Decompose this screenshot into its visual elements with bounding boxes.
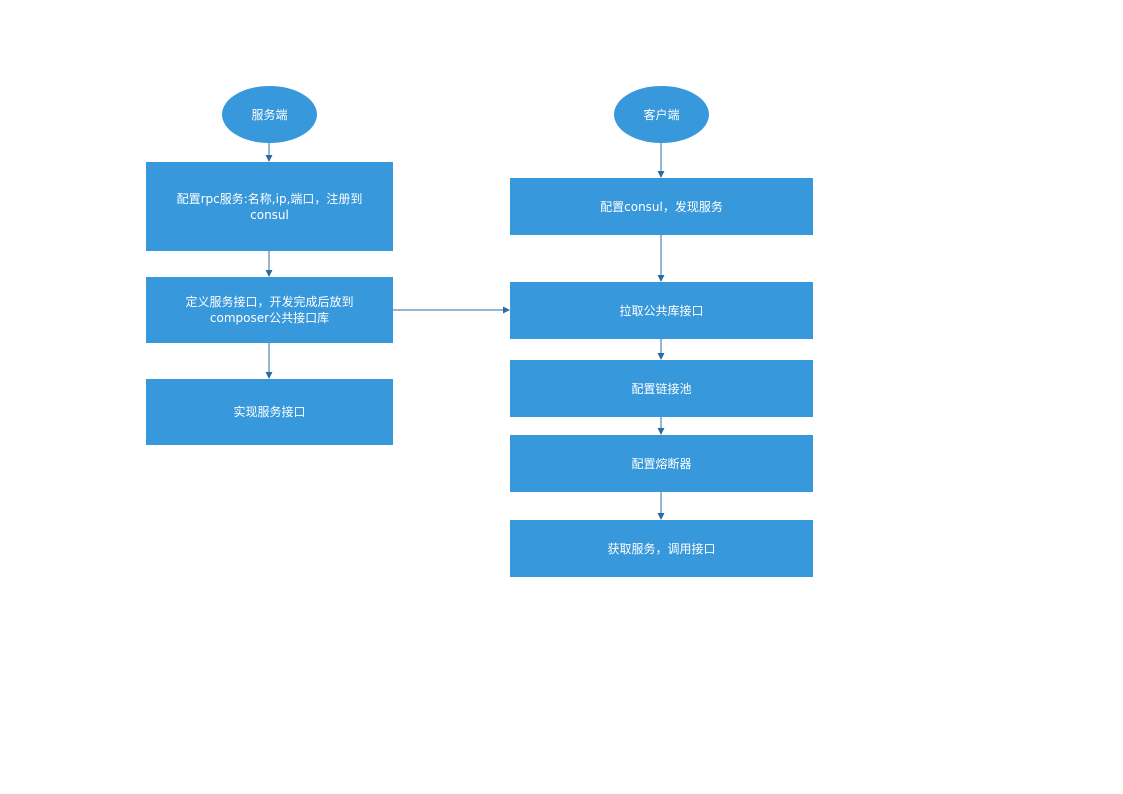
- server-step-define-interface-text: 定义服务接口，开发完成后放到 composer公共接口库: [185, 294, 353, 326]
- client-start-label: 客户端: [643, 107, 680, 122]
- edge-client-consul-to-pull-arrowhead: [657, 275, 665, 282]
- server-step-config-rpc-text: 配置rpc服务:名称,ip,端口，注册到 consul: [177, 191, 363, 223]
- client-step-connection-pool-label: 配置链接池: [631, 381, 692, 396]
- edge-server-define-to-implement: [265, 343, 273, 379]
- server-step-config-rpc-line2: consul: [250, 207, 289, 222]
- edge-client-pull-to-pool-arrowhead: [657, 353, 665, 360]
- server-step-config-rpc[interactable]: 配置rpc服务:名称,ip,端口，注册到 consul: [146, 162, 393, 251]
- edge-server-define-to-client-pull: [393, 306, 510, 314]
- server-step-implement-interface[interactable]: 实现服务接口: [146, 379, 393, 445]
- edge-client-consul-to-pull: [657, 235, 665, 282]
- edge-client-start-to-consul: [657, 143, 665, 178]
- client-step-call-service-label: 获取服务，调用接口: [607, 541, 716, 556]
- server-step-implement-interface-label: 实现服务接口: [233, 405, 306, 419]
- client-start-node[interactable]: 客户端: [614, 86, 709, 143]
- client-step-circuit-breaker-label: 配置熔断器: [631, 456, 692, 471]
- edge-client-breaker-to-call-arrowhead: [657, 513, 665, 520]
- server-step-config-rpc-line1: 配置rpc服务:名称,ip,端口，注册到: [176, 191, 363, 206]
- client-step-pull-library-label: 拉取公共库接口: [619, 303, 704, 318]
- edge-server-start-to-config: [265, 143, 273, 162]
- edge-client-breaker-to-call: [657, 492, 665, 520]
- client-step-config-consul-label: 配置consul，发现服务: [600, 199, 723, 214]
- edge-server-define-to-implement-arrowhead: [265, 372, 273, 379]
- edge-client-start-to-consul-arrowhead: [657, 171, 665, 178]
- server-step-define-interface-line2: composer公共接口库: [209, 311, 330, 325]
- edge-server-define-to-client-pull-arrowhead: [503, 306, 510, 314]
- edge-server-config-to-define: [265, 251, 273, 277]
- client-step-config-consul[interactable]: 配置consul，发现服务: [510, 178, 813, 235]
- client-step-call-service[interactable]: 获取服务，调用接口: [510, 520, 813, 577]
- edge-client-pool-to-breaker: [657, 417, 665, 435]
- edge-client-pull-to-pool: [657, 339, 665, 360]
- server-start-node[interactable]: 服务端: [222, 86, 317, 143]
- edge-client-pool-to-breaker-arrowhead: [657, 428, 665, 435]
- client-step-pull-library[interactable]: 拉取公共库接口: [510, 282, 813, 339]
- client-step-circuit-breaker[interactable]: 配置熔断器: [510, 435, 813, 492]
- server-start-label: 服务端: [251, 107, 288, 122]
- server-step-define-interface[interactable]: 定义服务接口，开发完成后放到 composer公共接口库: [146, 277, 393, 343]
- client-step-connection-pool[interactable]: 配置链接池: [510, 360, 813, 417]
- edge-server-config-to-define-arrowhead: [265, 270, 273, 277]
- edge-server-start-to-config-arrowhead: [265, 155, 273, 162]
- server-step-define-interface-line1: 定义服务接口，开发完成后放到: [185, 295, 354, 309]
